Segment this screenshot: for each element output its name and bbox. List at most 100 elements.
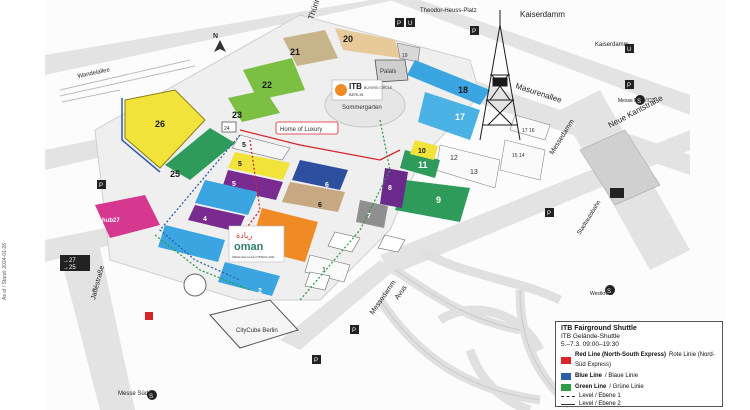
svg-text:P: P [352,328,356,334]
hall-label-25: 25 [170,169,180,179]
hall-label-18: 18 [458,85,468,95]
hall-18[interactable] [407,60,490,105]
street-westkreuz: Westkreuz [590,291,614,297]
hall-label-13: 13 [470,169,478,176]
hall-4-1[interactable] [195,180,258,215]
hall-label-11: 11 [418,160,428,170]
hall-8[interactable] [380,168,408,208]
hall-label-20: 20 [343,34,353,44]
hall-label-16: 17 16 [522,128,535,134]
svg-text:P: P [99,183,103,189]
street-kaiserdamm-top: Kaiserdamm [520,10,565,19]
legend-red-line: Red Line (North-South Express)Rote Linie… [561,350,717,370]
hall-label-23: 23 [232,110,242,120]
hall-26[interactable] [124,89,206,169]
home-of-luxury-tag[interactable] [275,121,339,135]
citycube[interactable] [209,299,299,349]
hall-10[interactable] [410,140,438,160]
hub27[interactable] [95,195,160,238]
svg-text:P: P [472,29,476,35]
hall-11[interactable] [400,150,440,178]
legend-dates: 5.–7.3. 09:00–19:30 [561,341,619,348]
svg-text:→27: →27 [63,258,76,264]
citycube-label: CityCube Berlin [236,328,278,334]
svg-text:→25: →25 [63,265,76,271]
svg-text:BERLIN: BERLIN [349,92,364,97]
hall-2-2[interactable] [218,262,280,296]
street-kaiserdamm-right: Kaiserdamm [595,42,629,48]
hall-25[interactable] [165,128,235,180]
svg-text:U: U [627,47,631,53]
hall-6-1[interactable] [292,160,348,190]
hub27-label: hub27 [102,218,120,224]
legend-title: ITB Fairground Shuttle [561,325,637,332]
hall-label-17: 17 [455,112,465,122]
parking-deck [579,129,661,206]
svg-text:P: P [314,358,318,364]
svg-text:ITB: ITB [349,82,362,91]
entrance-building-1 [327,231,361,253]
palais-label: Palais [380,69,396,75]
hall-label-21: 21 [290,47,300,57]
hall-21[interactable] [283,30,338,66]
svg-text:U: U [408,21,412,27]
street-messe-sud: Messe Süd [118,391,148,397]
rail-tracks [59,59,196,103]
hall-label-19: 19 [402,53,408,59]
hall-label-26: 26 [155,119,165,129]
oman-logo: ريادة oman Official Host Country ITB Ber… [228,225,285,263]
hall-label-5c: 5 [232,181,236,188]
svg-text:oman: oman [234,241,264,253]
hall-5-3[interactable] [222,170,283,200]
hall-label-1: 1 [322,267,326,274]
hall-label-6b: 6 [318,202,322,209]
legend-green-line: Green Line/ Grüne Linie [561,382,717,392]
hall-label-22: 22 [262,80,272,90]
hall-2-1[interactable] [158,225,225,262]
hall-label-12: 12 [450,155,458,162]
hall-17[interactable] [418,92,480,140]
svg-text:S: S [637,99,641,105]
svg-text:P: P [627,83,631,89]
hall-24[interactable] [221,121,237,133]
hall-label-5b: 5 [238,161,242,168]
hall-label-24: 24 [224,126,230,132]
radio-tower-icon [479,10,521,141]
hall-label-15: 15 14 [512,153,525,159]
hall-5-1[interactable] [231,134,291,161]
pictograms: P U P U P S S S P P P P →27 →25 [60,18,645,400]
hall-4-2[interactable] [188,205,245,232]
hall-22[interactable] [243,58,305,100]
sommergarten-label: Sommergarten [342,105,382,111]
home-of-luxury-label: Home of Luxury [280,127,322,133]
hall-label-5a: 5 [242,142,246,149]
svg-text:Official Host Country ITB Berl: Official Host Country ITB Berlin 2024 [232,255,275,259]
svg-text:S: S [607,289,611,295]
svg-text:S: S [149,394,153,400]
date-stamp: As of / Stand: 2024-01-26 [2,243,8,300]
svg-text:P: P [547,211,551,217]
hall-label-9: 9 [436,195,441,205]
hall-6-2[interactable] [282,182,345,212]
entrance-building-3 [304,271,331,291]
palais[interactable] [374,59,409,83]
hall-label-8: 8 [388,185,392,192]
south-entrance-rotunda [183,273,207,297]
hall-9[interactable] [395,180,470,222]
svg-text:BUYERS CIRCLE: BUYERS CIRCLE [364,86,393,90]
legend-title-de: ITB Gelände-Shuttle [561,333,620,340]
street-heuss: Theodor-Heuss-Platz [420,8,477,14]
legend-level-2: Level / Ebene 2 [561,400,717,408]
entrance-building-2 [377,234,406,253]
legend-blue-line: Blue Line/ Blaue Linie [561,371,717,381]
hall-20[interactable] [335,28,400,58]
hall-label-7: 7 [367,213,371,220]
hall-15[interactable] [499,139,546,181]
shuttle-legend: ITB Fairground Shuttle ITB Gelände-Shutt… [555,321,723,407]
svg-text:ريادة: ريادة [236,231,252,240]
hall-5-2[interactable] [228,152,290,180]
parking-icon [610,188,624,198]
svg-text:N: N [213,33,218,40]
red-swatch [561,356,571,364]
